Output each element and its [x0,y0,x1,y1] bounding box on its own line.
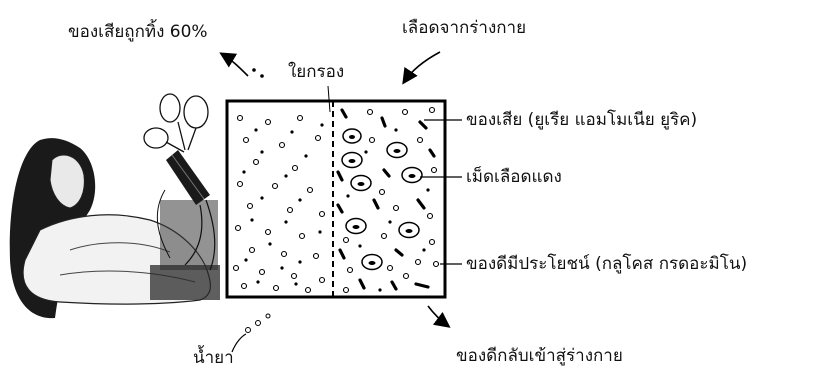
filter-box [225,99,447,299]
dialysate-bubbles [245,313,271,333]
waste-rods [336,108,436,291]
right-side-particles [342,106,440,294]
label-dialysate: น้ำยา [193,348,234,368]
arrow-good-return [427,305,451,328]
arrow-blood-in [402,51,441,85]
left-side-particles [232,114,326,294]
label-useful-substances: ของดีมีประโยชน์ (กลูโคส กรดอะมิโน) [466,254,748,274]
label-useful-returns: ของดีกลับเข้าสู่ร่างกาย [456,346,623,366]
arrow-waste-out [219,52,249,77]
label-membrane: ใยกรอง [288,62,345,82]
label-waste-discarded: ของเสียถูกทิ้ง 60% [68,22,208,42]
label-blood-from-body: เลือดจากร่างกาย [402,18,527,38]
left-side-dots [242,123,324,286]
label-waste-types: ของเสีย (ยูเรีย แอมโมเนีย ยูริค) [466,110,698,130]
patient-face [49,154,85,209]
label-red-blood-cells: เม็ดเลือดแดง [466,167,562,187]
leader-membrane [327,85,331,113]
